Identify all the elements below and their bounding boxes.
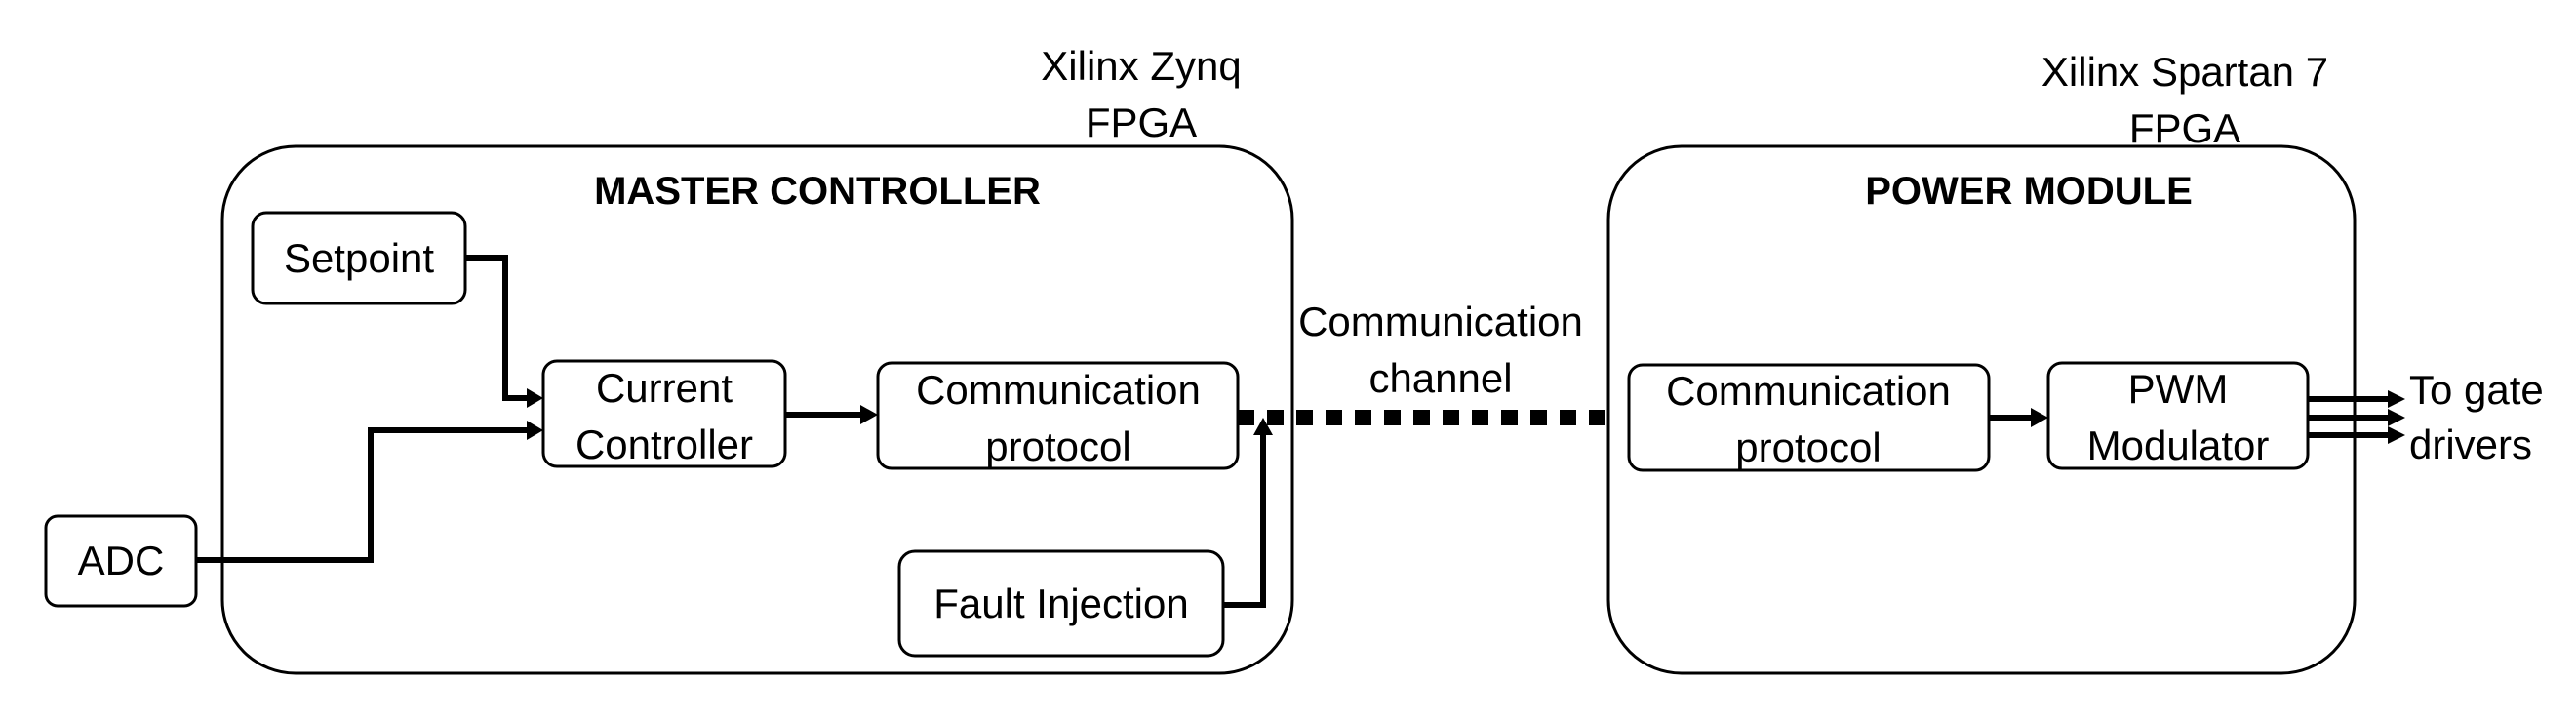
adc-label: ADC <box>78 538 165 583</box>
current-controller-label-line2: Controller <box>575 422 753 467</box>
power-comm-protocol-label-line2: protocol <box>1735 424 1881 470</box>
comm-to-pwm-arrowhead <box>2031 408 2048 427</box>
pwm-modulator-label-line1: PWM <box>2128 366 2229 412</box>
fpga-right-label-line2: FPGA <box>2129 105 2240 151</box>
setpoint-to-controller-arrowhead <box>527 388 543 408</box>
output-label-line2: drivers <box>2409 422 2532 467</box>
fpga-right-label-line1: Xilinx Spartan 7 <box>2041 49 2328 95</box>
adc-to-controller-wire <box>196 427 527 563</box>
channel-label-line1: Communication <box>1298 299 1583 344</box>
fault-injection-arrowhead <box>1253 418 1273 435</box>
fpga-left-label-line1: Xilinx Zynq <box>1041 43 1241 89</box>
setpoint-to-controller-wire <box>465 255 527 401</box>
power-module-title: POWER MODULE <box>1865 170 2193 213</box>
pwm-modulator-label-line2: Modulator <box>2087 422 2270 468</box>
fault-injection-label: Fault Injection <box>933 581 1188 626</box>
controller-to-comm-arrowhead <box>860 405 878 424</box>
output-label-line1: To gate <box>2409 367 2544 413</box>
gate-output-arrowhead-2 <box>2388 409 2405 426</box>
fault-injection-wire <box>1223 434 1266 608</box>
setpoint-label: Setpoint <box>284 235 434 281</box>
gate-output-arrowhead-3 <box>2388 426 2405 444</box>
current-controller-label-line1: Current <box>596 365 733 411</box>
gate-output-arrowhead-1 <box>2388 390 2405 408</box>
master-controller-title: MASTER CONTROLLER <box>594 170 1041 213</box>
fpga-left-label-line2: FPGA <box>1086 100 1197 145</box>
master-comm-protocol-label-line2: protocol <box>985 423 1130 469</box>
power-comm-protocol-label-line1: Communication <box>1666 368 1951 414</box>
channel-label-line2: channel <box>1368 355 1512 401</box>
adc-to-controller-arrowhead <box>527 421 543 440</box>
master-comm-protocol-label-line1: Communication <box>916 367 1201 413</box>
